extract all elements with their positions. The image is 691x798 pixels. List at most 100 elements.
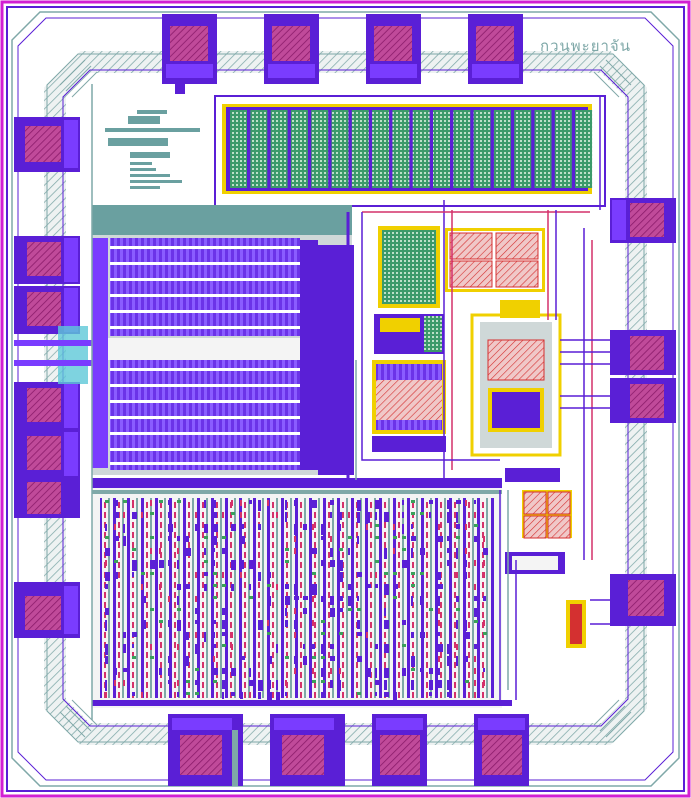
logic-cell bbox=[240, 500, 242, 506]
logic-cell bbox=[321, 524, 326, 535]
pads-top bbox=[162, 14, 523, 94]
logic-cell bbox=[114, 560, 118, 563]
logic-cell bbox=[105, 656, 108, 664]
logic-cell bbox=[285, 560, 289, 563]
logic-cell bbox=[384, 512, 389, 522]
logic-cell bbox=[438, 680, 442, 688]
logic-cell bbox=[294, 536, 296, 542]
logic-cell bbox=[123, 680, 125, 686]
logic-cell bbox=[150, 560, 155, 569]
logic-cell bbox=[312, 644, 315, 649]
pad-right-1 bbox=[610, 198, 676, 243]
logic-cell bbox=[303, 644, 305, 649]
logic-cell bbox=[402, 512, 404, 518]
logic-cell bbox=[366, 512, 370, 523]
logic-cell bbox=[105, 548, 110, 556]
logic-cell bbox=[321, 632, 325, 635]
logic-cell bbox=[312, 500, 317, 508]
logic-cell bbox=[429, 608, 433, 611]
logic-cell bbox=[195, 512, 197, 518]
logic-cell bbox=[150, 644, 152, 650]
logic-cell bbox=[357, 536, 359, 544]
logic-cell bbox=[150, 548, 152, 554]
logic-cell bbox=[168, 668, 171, 676]
logic-cell bbox=[195, 680, 198, 685]
logic-cell bbox=[456, 596, 459, 602]
logic-cell bbox=[384, 620, 389, 629]
logic-cell bbox=[330, 548, 333, 557]
logic-cell bbox=[312, 596, 314, 602]
logic-cell bbox=[312, 524, 314, 530]
analog-blocks-right bbox=[372, 226, 586, 648]
logic-cell bbox=[267, 656, 272, 664]
logic-cell bbox=[231, 644, 233, 650]
logic-cell bbox=[438, 584, 443, 589]
logic-cell bbox=[132, 500, 134, 506]
logic-cell bbox=[177, 584, 181, 590]
logic-cell bbox=[339, 548, 343, 551]
logic-cell bbox=[447, 656, 449, 666]
logic-cell bbox=[114, 512, 119, 518]
logic-cell bbox=[465, 548, 467, 554]
logic-cell bbox=[402, 560, 407, 568]
logic-cell bbox=[393, 524, 395, 530]
logic-cell bbox=[456, 644, 458, 650]
logic-cell bbox=[195, 668, 199, 671]
capacitor-cell bbox=[311, 110, 329, 188]
logic-cell bbox=[312, 620, 314, 626]
logic-cell bbox=[204, 548, 206, 555]
logic-cell bbox=[114, 680, 116, 686]
logic-cell bbox=[312, 572, 316, 575]
logic-cell bbox=[357, 632, 362, 636]
logic-cell bbox=[384, 608, 386, 616]
logic-cell bbox=[294, 596, 299, 600]
logic-cell bbox=[213, 536, 217, 545]
pad-bottom-2 bbox=[270, 714, 345, 786]
logic-cell bbox=[348, 548, 350, 555]
pad-left-2 bbox=[14, 236, 80, 284]
logic-cell bbox=[366, 596, 368, 606]
logic-cell bbox=[402, 548, 406, 551]
logic-cell bbox=[384, 644, 389, 653]
capacitor-cell bbox=[250, 110, 268, 188]
logic-cell bbox=[195, 524, 197, 531]
logic-cell bbox=[195, 608, 200, 614]
logic-cell bbox=[375, 536, 379, 539]
logic-cell bbox=[213, 548, 215, 552]
logic-cell bbox=[465, 680, 469, 683]
logic-cell bbox=[141, 668, 143, 673]
logic-cell bbox=[339, 668, 341, 674]
logic-cell bbox=[276, 584, 278, 590]
logic-cell bbox=[231, 692, 235, 696]
logic-cell bbox=[150, 608, 154, 611]
pad-left-7 bbox=[14, 582, 80, 638]
logic-cell bbox=[294, 500, 297, 506]
logic-cell bbox=[213, 668, 218, 675]
logic-cell bbox=[249, 680, 254, 686]
logic-cell bbox=[411, 500, 415, 503]
logic-cell bbox=[276, 692, 280, 703]
logic-cell bbox=[141, 536, 143, 540]
logic-cell bbox=[429, 692, 432, 696]
logic-cell bbox=[240, 512, 242, 518]
logic-cell bbox=[195, 644, 200, 654]
logic-cell bbox=[438, 644, 443, 652]
logic-cell bbox=[474, 536, 477, 542]
logic-cell bbox=[141, 644, 144, 648]
logic-cell bbox=[483, 548, 488, 555]
logic-cell bbox=[303, 524, 307, 530]
logic-cell bbox=[393, 596, 397, 599]
logic-cell bbox=[420, 596, 423, 605]
logic-cell bbox=[285, 500, 287, 510]
logic-cell bbox=[159, 560, 164, 568]
logic-cell bbox=[177, 692, 179, 697]
logic-cell bbox=[375, 512, 377, 520]
logic-cell bbox=[141, 560, 144, 564]
logic-cell bbox=[240, 668, 242, 676]
logic-cell bbox=[285, 620, 288, 627]
logic-cell bbox=[240, 572, 242, 578]
logic-cell bbox=[240, 596, 242, 600]
logic-cell bbox=[429, 500, 433, 504]
logic-cell bbox=[303, 596, 308, 600]
analog-row-divider bbox=[110, 368, 300, 371]
